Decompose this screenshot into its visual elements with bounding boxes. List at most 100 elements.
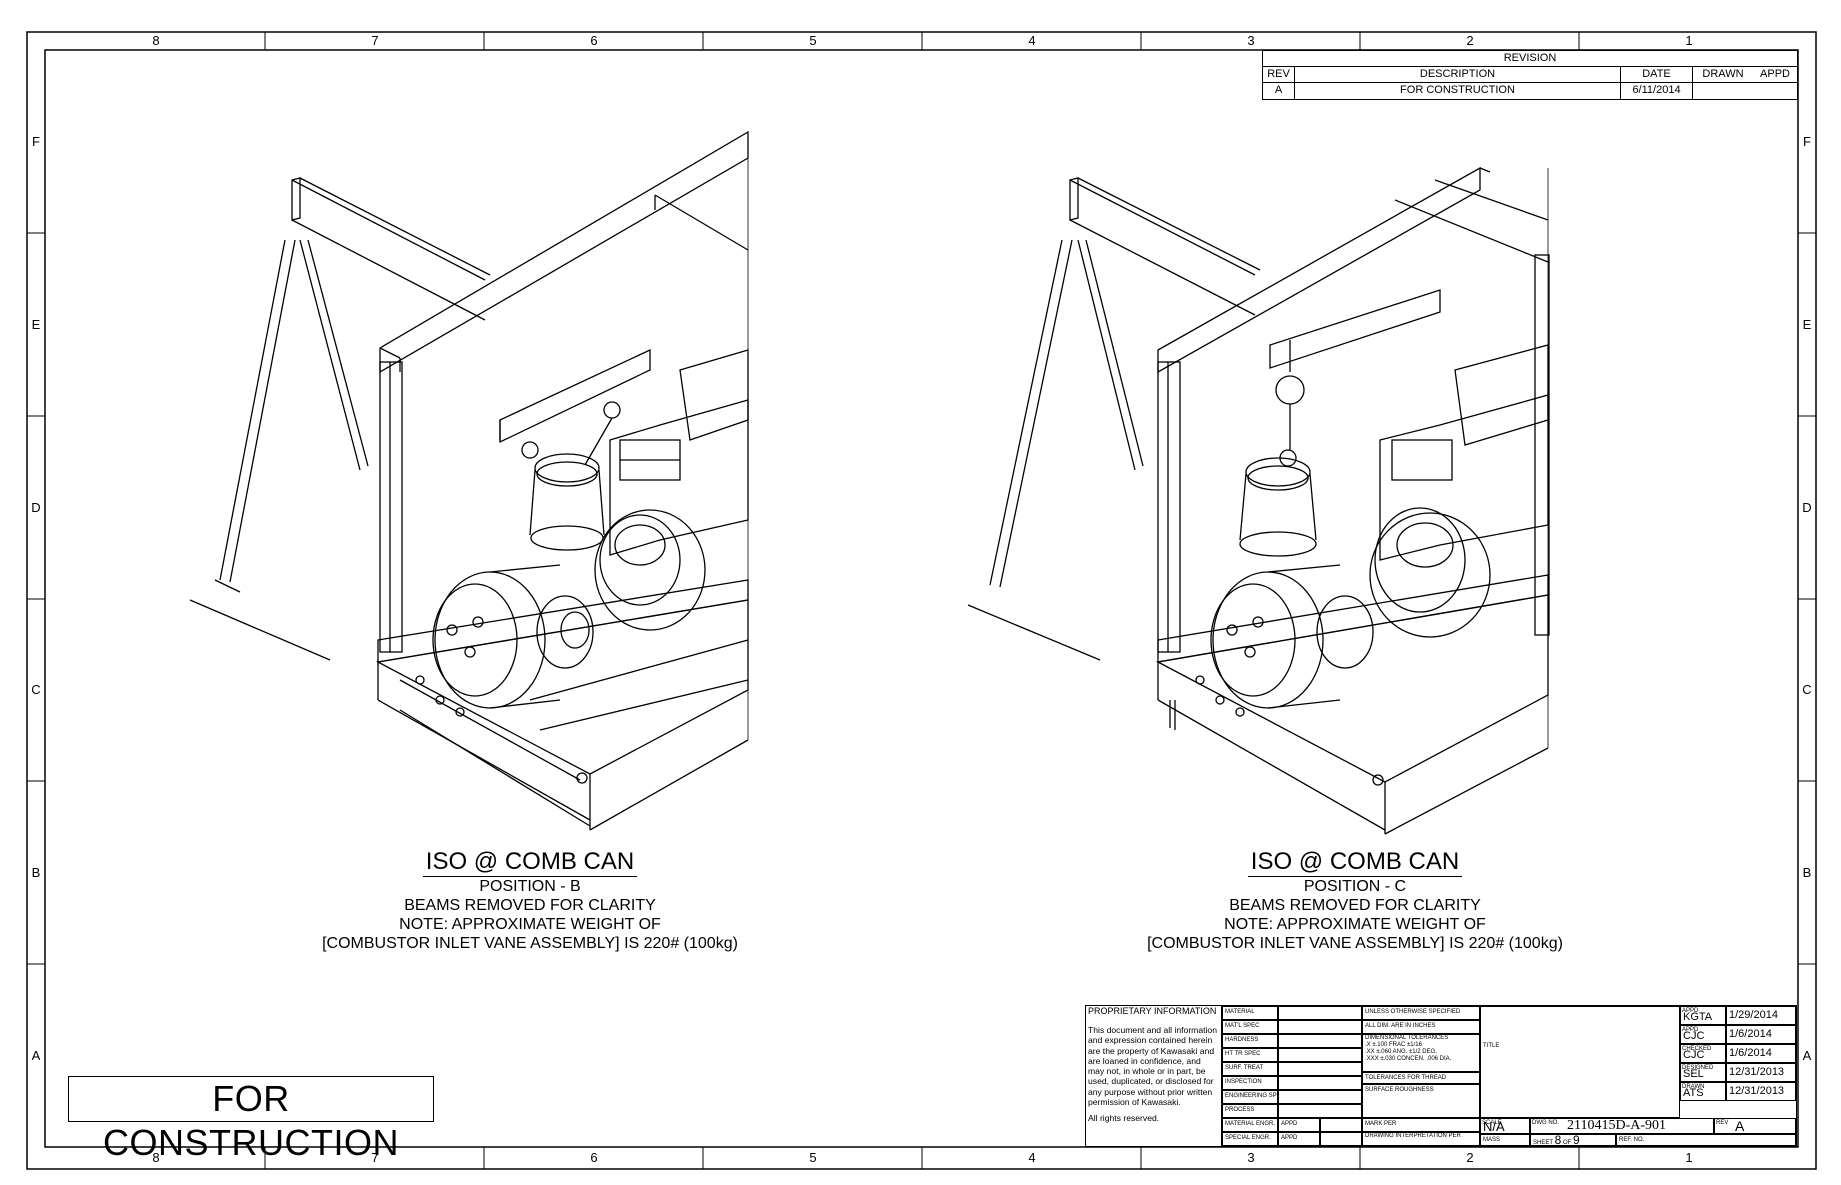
approval-role: DESIGNED	[1682, 1065, 1714, 1071]
unless-note: UNLESS OTHERWISE SPECIFIED	[1362, 1006, 1480, 1020]
description-cell: FOR CONSTRUCTION	[1295, 83, 1621, 99]
proprietary-panel: PROPRIETARY INFORMATION This document an…	[1086, 1006, 1222, 1146]
approval-role: CHECKED	[1682, 1046, 1712, 1052]
approval-role: APPD	[1682, 1008, 1699, 1014]
tolerance-heading: DIMENSIONAL TOLERANCES	[1365, 1035, 1449, 1041]
zone-label: 3	[1247, 1150, 1255, 1165]
field-label: INSPECTION	[1222, 1076, 1278, 1090]
iso-view-b	[189, 130, 749, 831]
approvals-panel: KGTA APPD 1/29/2014 CJC APPD 1/6/2014 CJ…	[1680, 1006, 1796, 1118]
zone-label: 4	[1028, 1150, 1036, 1165]
zone-label: 1	[1685, 1150, 1693, 1165]
revision-table: REVISION REV DESCRIPTION DATE DRAWN APPD…	[1262, 50, 1798, 100]
zone-label: 1	[1685, 33, 1693, 48]
caption-line: NOTE: APPROXIMATE WEIGHT OF	[1224, 916, 1486, 933]
zone-label: 3	[1247, 33, 1255, 48]
tolerance-line: .X ±.100 FRAC ±1/16	[1365, 1042, 1422, 1048]
field-label: HARDNESS	[1222, 1034, 1278, 1048]
rev-label: REV	[1716, 1120, 1729, 1125]
field-value	[1278, 1104, 1362, 1118]
title-area: TITLE	[1480, 1006, 1680, 1118]
caption-line: [COMBUSTOR INLET VANE ASSEMBLY] IS 220# …	[1147, 935, 1563, 952]
scale-label: SCALE	[1482, 1120, 1502, 1125]
field-value	[1278, 1076, 1362, 1090]
field-label: MATERIAL	[1222, 1006, 1278, 1020]
drawing-number: 2110415D-A-901	[1530, 1118, 1714, 1134]
field-value	[1278, 1048, 1362, 1062]
approval-name: CJC	[1680, 1044, 1726, 1063]
appd-col-header: APPD	[1753, 67, 1797, 83]
sheet-number: 8	[1554, 1134, 1562, 1146]
zone-label: 5	[809, 1150, 817, 1165]
iso-view-c	[967, 166, 1550, 835]
description-col-header: DESCRIPTION	[1295, 67, 1621, 83]
mass-label: MASS	[1480, 1134, 1530, 1146]
date-col-header: DATE	[1621, 67, 1693, 83]
proprietary-heading: PROPRIETARY INFORMATION	[1088, 1006, 1217, 1016]
surface-note: SURFACE ROUGHNESS	[1362, 1084, 1480, 1118]
approval-name: CJC	[1680, 1025, 1726, 1044]
tolerance-line: .XX ±.060 ANG. ±1/2 DEG.	[1365, 1049, 1437, 1055]
sheet-cell: SHEET 8 OF 9	[1530, 1134, 1616, 1146]
for-construction-stamp: FOR CONSTRUCTION	[68, 1076, 434, 1163]
approval-date: 12/31/2013	[1726, 1063, 1796, 1082]
thread-note: TOLERANCES FOR THREAD	[1362, 1072, 1480, 1084]
zone-label: F	[32, 134, 40, 149]
approval-date: 1/29/2014	[1726, 1006, 1796, 1025]
zone-label: B	[1802, 865, 1812, 880]
ref-no-label: REF. NO.	[1616, 1134, 1796, 1146]
tolerances: DIMENSIONAL TOLERANCES .X ±.100 FRAC ±1/…	[1362, 1034, 1480, 1072]
zone-label: F	[1803, 134, 1811, 149]
zone-label: 7	[371, 33, 379, 48]
revision-header: REVISION	[1263, 51, 1797, 67]
field-label: MATERIAL ENGR.	[1222, 1118, 1278, 1132]
field-label: HT TR SPEC	[1222, 1048, 1278, 1062]
field-appd: APPD	[1278, 1132, 1320, 1146]
approval-name: SEL	[1680, 1063, 1726, 1082]
zone-label: B	[31, 865, 41, 880]
approval-date: 1/6/2014	[1726, 1044, 1796, 1063]
caption-line: POSITION - B	[479, 878, 581, 895]
drawn-col-header: DRAWN	[1693, 67, 1753, 83]
field-label: PROCESS	[1222, 1104, 1278, 1118]
zone-label: C	[31, 682, 41, 697]
zone-label: A	[1802, 1048, 1812, 1063]
proprietary-text: This document and all information and ex…	[1088, 1025, 1217, 1108]
zone-label: A	[31, 1048, 41, 1063]
zone-label: E	[1802, 317, 1812, 332]
field-value	[1278, 1006, 1362, 1020]
date-cell: 6/11/2014	[1621, 83, 1693, 99]
sheet-label: SHEET	[1533, 1140, 1553, 1146]
approval-role: APPD	[1682, 1027, 1699, 1033]
rev-value: A	[1714, 1118, 1796, 1134]
tolerance-panel: UNLESS OTHERWISE SPECIFIED ALL DIM. ARE …	[1362, 1006, 1480, 1146]
rev-cell: A	[1263, 83, 1295, 99]
zone-label: 8	[152, 1150, 160, 1165]
view-title: ISO @ COMB CAN	[1247, 848, 1463, 877]
caption-line: BEAMS REMOVED FOR CLARITY	[404, 897, 656, 914]
title-block: PROPRIETARY INFORMATION This document an…	[1085, 1005, 1797, 1147]
drawn-cell	[1693, 83, 1753, 99]
field-value	[1320, 1132, 1362, 1146]
zone-label: 2	[1466, 1150, 1474, 1165]
field-value	[1278, 1062, 1362, 1076]
view-caption-position-b: ISO @ COMB CAN POSITION - B BEAMS REMOVE…	[300, 848, 760, 953]
scale-value: N/A	[1480, 1118, 1530, 1134]
view-title: ISO @ COMB CAN	[422, 848, 638, 877]
sheet-total: 9	[1572, 1134, 1580, 1146]
of-label: OF	[1562, 1140, 1572, 1146]
dims-note: ALL DIM. ARE IN INCHES	[1362, 1020, 1480, 1034]
approval-name: ATS	[1680, 1082, 1726, 1101]
material-fields: MATERIAL MAT'L SPEC HARDNESS HT TR SPEC …	[1222, 1006, 1362, 1146]
field-value	[1320, 1118, 1362, 1132]
zone-label: 4	[1028, 33, 1036, 48]
zone-label: E	[31, 317, 41, 332]
zone-label: 5	[809, 33, 817, 48]
zone-label: D	[31, 500, 41, 515]
approval-role: DRAWN	[1682, 1084, 1705, 1090]
title-label: TITLE	[1483, 1043, 1500, 1049]
mark-per: MARK PER	[1362, 1118, 1480, 1132]
zone-dividers	[27, 32, 1816, 1169]
